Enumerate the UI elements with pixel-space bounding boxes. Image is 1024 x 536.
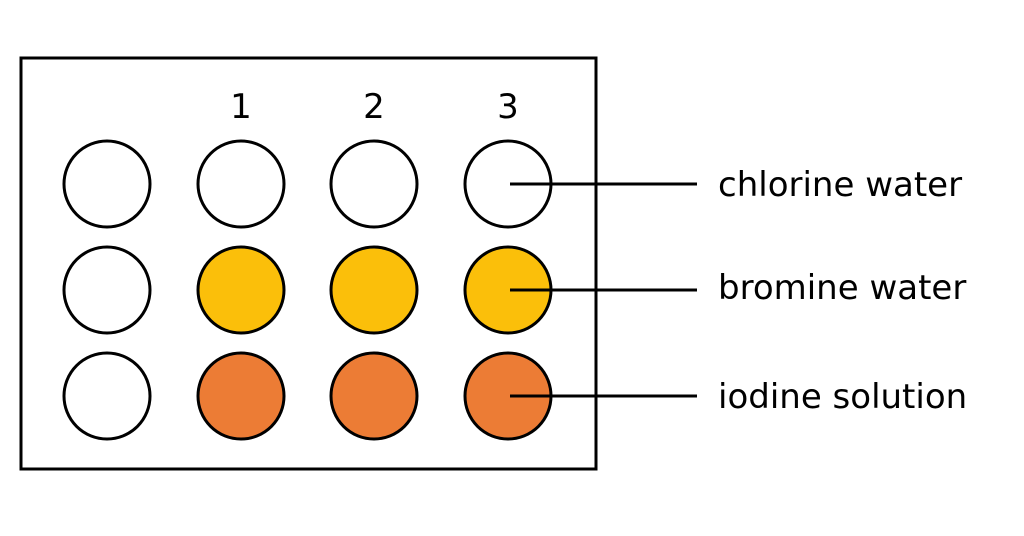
column-label-2: 2 <box>363 87 385 127</box>
well-control-row-bromine <box>62 245 152 335</box>
column-label-3: 3 <box>497 87 519 127</box>
column-label-1: 1 <box>230 87 252 127</box>
well-bromine-2 <box>329 245 419 335</box>
well-control-row-chlorine <box>62 139 152 229</box>
well-chlorine-2 <box>329 139 419 229</box>
well-control-row-iodine <box>62 351 152 441</box>
well-iodine-2 <box>329 351 419 441</box>
well-bromine-1 <box>196 245 286 335</box>
well-chlorine-1 <box>196 139 286 229</box>
label-bromine-water: bromine water <box>718 268 966 308</box>
well-iodine-1 <box>196 351 286 441</box>
label-iodine-solution: iodine solution <box>718 377 967 417</box>
label-chlorine-water: chlorine water <box>718 165 962 205</box>
